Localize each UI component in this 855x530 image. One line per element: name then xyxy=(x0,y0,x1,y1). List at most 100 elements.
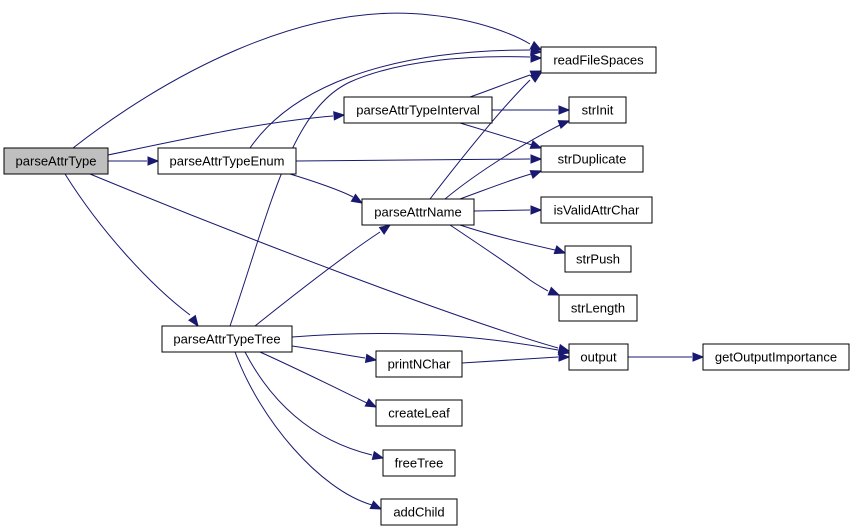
edge-line xyxy=(469,74,531,98)
node-output[interactable]: output xyxy=(568,343,629,371)
edge-line xyxy=(444,124,561,200)
edge-arrowhead xyxy=(530,205,543,215)
edge-parseAttrTypeTree-to-parseAttrName xyxy=(254,224,392,327)
node-strInit[interactable]: strInit xyxy=(568,96,627,124)
edge-parseAttrTypeEnum-to-parseAttrName xyxy=(289,173,364,204)
edge-line xyxy=(89,173,559,349)
edge-line xyxy=(289,173,354,198)
edge-parseAttrTypeInterval-to-readFileSpaces xyxy=(469,70,543,98)
node-printNChar[interactable]: printNChar xyxy=(375,350,463,378)
node-box xyxy=(540,196,653,224)
edge-parseAttrTypeTree-to-printNChar xyxy=(291,345,378,363)
node-label: parseAttrTypeTree xyxy=(173,332,280,347)
node-box xyxy=(564,245,632,273)
edge-parseAttrTypeTree-to-output xyxy=(291,333,571,356)
edge-line xyxy=(449,224,549,292)
edge-parseAttrTypeTree-to-freeTree xyxy=(244,351,385,461)
node-label: readFileSpaces xyxy=(553,53,644,68)
edge-line xyxy=(291,333,559,351)
edge-line xyxy=(72,12,531,149)
node-label: createLeaf xyxy=(388,406,450,421)
edge-parseAttrTypeInterval-to-strDuplicate xyxy=(459,122,543,149)
node-label: parseAttrType xyxy=(16,154,97,169)
node-strDuplicate[interactable]: strDuplicate xyxy=(540,145,644,173)
edge-arrowhead xyxy=(147,156,160,166)
edge-arrowhead xyxy=(557,345,571,356)
edge-parseAttrTypeTree-to-createLeaf xyxy=(259,351,378,408)
node-parseAttrTypeInterval[interactable]: parseAttrTypeInterval xyxy=(343,96,493,124)
edge-parseAttrName-to-strInit xyxy=(444,120,571,200)
node-parseAttrTypeEnum[interactable]: parseAttrTypeEnum xyxy=(157,147,297,175)
node-createLeaf[interactable]: createLeaf xyxy=(375,399,463,427)
edge-line xyxy=(459,224,556,251)
call-graph-nodes: parseAttrType parseAttrTypeEnum parseAttrT… xyxy=(3,46,850,526)
node-label: output xyxy=(580,350,617,365)
node-parseAttrType[interactable]: parseAttrType xyxy=(3,147,109,175)
node-isValidAttrChar[interactable]: isValidAttrChar xyxy=(540,196,653,224)
edge-arrowhead xyxy=(529,139,543,149)
node-box xyxy=(375,399,463,427)
edge-line xyxy=(229,56,531,327)
edge-parseAttrName-to-readFileSpaces xyxy=(429,72,543,200)
node-label: freeTree xyxy=(395,456,444,471)
node-label: strInit xyxy=(582,103,614,118)
node-label: strPush xyxy=(576,252,620,267)
edge-arrowhead xyxy=(529,170,543,180)
node-box xyxy=(380,498,458,526)
node-box xyxy=(568,96,627,124)
edge-arrowhead xyxy=(530,53,543,63)
node-label: parseAttrTypeInterval xyxy=(356,103,480,118)
node-label: printNChar xyxy=(388,357,452,372)
edge-line xyxy=(429,79,531,200)
node-freeTree[interactable]: freeTree xyxy=(382,449,456,477)
edge-parseAttrTypeTree-to-readFileSpaces xyxy=(229,53,543,327)
edge-parseAttrType-to-parseAttrTypeInterval xyxy=(107,111,346,156)
node-addChild[interactable]: addChild xyxy=(380,498,458,526)
node-box xyxy=(3,147,109,175)
edge-arrowhead xyxy=(333,111,346,121)
edge-arrowhead xyxy=(529,72,543,83)
edge-arrowhead xyxy=(369,500,383,510)
edge-parseAttrName-to-strLength xyxy=(449,224,561,296)
edge-arrowhead xyxy=(364,398,378,408)
node-label: parseAttrTypeEnum xyxy=(170,154,285,169)
edge-output-to-getOutputImportance xyxy=(628,352,705,362)
edge-arrowhead xyxy=(378,224,392,235)
edge-parseAttrType-to-parseAttrTypeEnum xyxy=(108,156,160,166)
node-box xyxy=(568,343,629,371)
edge-parseAttrTypeEnum-to-strDuplicate xyxy=(295,154,543,164)
edge-line xyxy=(459,122,533,146)
edge-parseAttrName-to-strDuplicate xyxy=(459,170,543,200)
edge-arrowhead xyxy=(530,154,543,164)
edge-printNChar-to-output xyxy=(461,352,571,364)
edge-parseAttrTypeTree-to-addChild xyxy=(234,351,383,510)
node-strLength[interactable]: strLength xyxy=(558,294,638,322)
node-box xyxy=(702,343,850,371)
node-box xyxy=(375,350,463,378)
edge-parseAttrTypeInterval-to-strInit xyxy=(492,105,571,115)
edge-line xyxy=(64,173,191,316)
edge-arrowhead xyxy=(364,353,378,363)
node-parseAttrName[interactable]: parseAttrName xyxy=(361,198,475,226)
node-parseAttrTypeTree[interactable]: parseAttrTypeTree xyxy=(161,325,293,353)
node-readFileSpaces[interactable]: readFileSpaces xyxy=(540,46,657,74)
node-box xyxy=(157,147,297,175)
node-label: addChild xyxy=(393,505,444,520)
edge-line xyxy=(259,351,368,404)
edge-parseAttrName-to-isValidAttrChar xyxy=(473,205,543,215)
edge-parseAttrTypeEnum-to-readFileSpaces xyxy=(249,46,543,149)
node-box xyxy=(343,96,493,124)
node-box xyxy=(540,145,644,173)
edge-arrowhead xyxy=(350,193,364,204)
node-label: strLength xyxy=(571,301,625,316)
node-label: parseAttrName xyxy=(374,205,461,220)
edge-line xyxy=(473,209,531,212)
node-box xyxy=(540,46,657,74)
node-box xyxy=(382,449,456,477)
node-getOutputImportance[interactable]: getOutputImportance xyxy=(702,343,850,371)
edge-parseAttrType-to-readFileSpaces xyxy=(72,12,543,149)
call-graph-edges xyxy=(64,12,705,510)
node-strPush[interactable]: strPush xyxy=(564,245,632,273)
edge-arrowhead xyxy=(547,286,561,296)
node-label: strDuplicate xyxy=(558,152,627,167)
